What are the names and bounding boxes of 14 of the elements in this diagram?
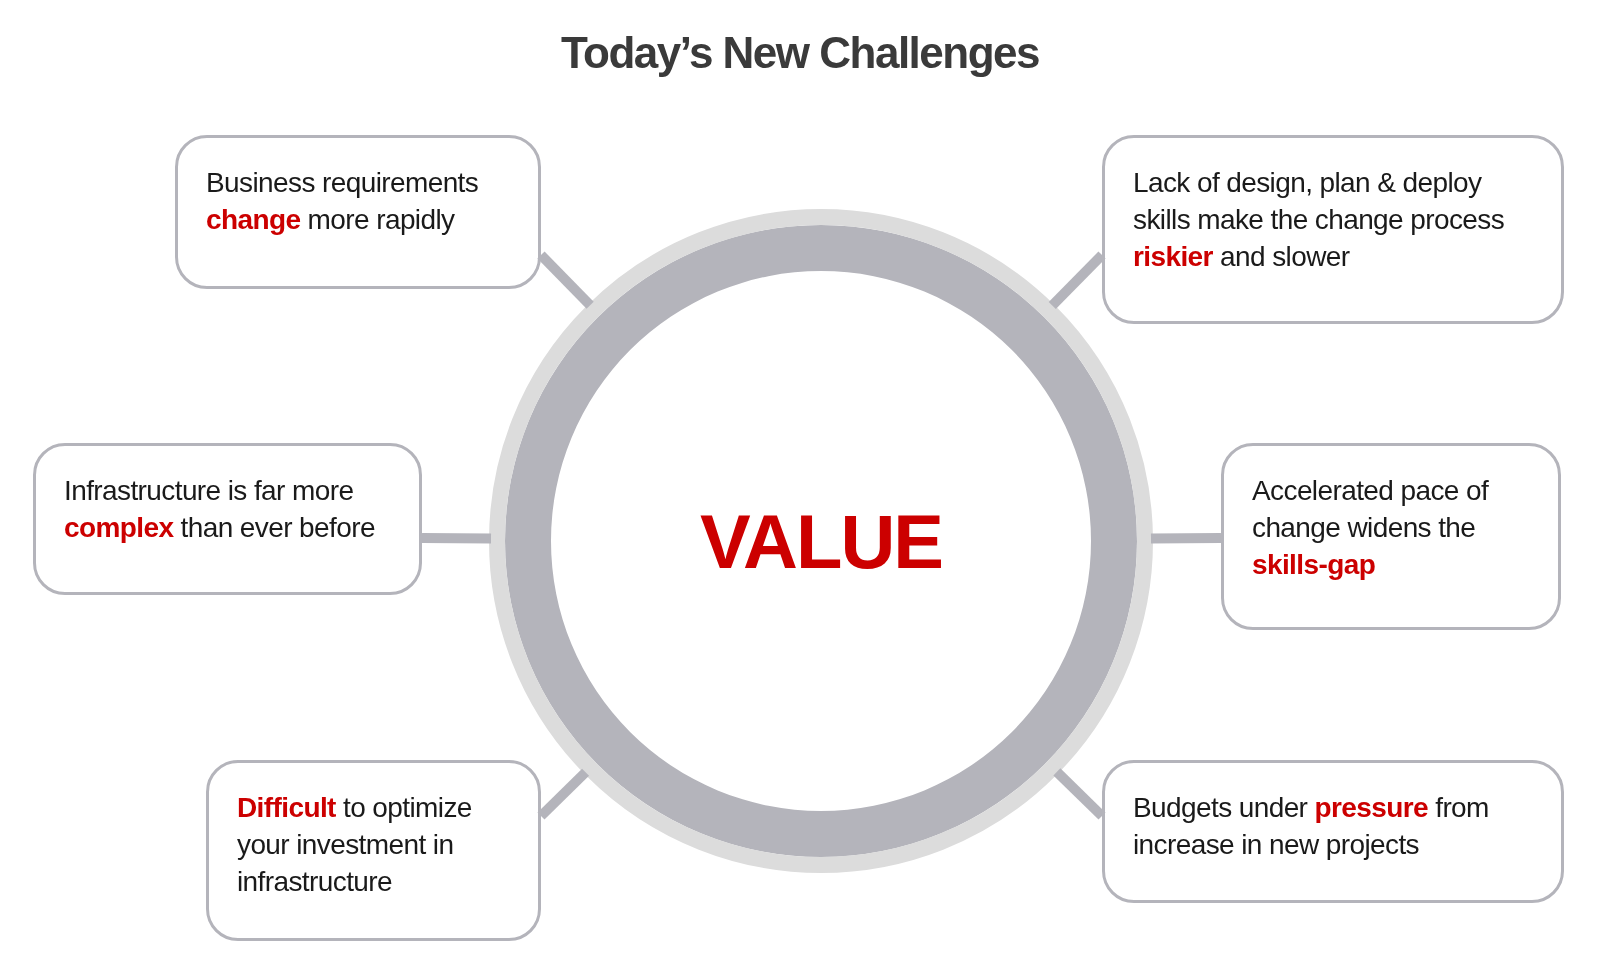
challenge-text: Infrastructure is far more complex than ever before xyxy=(64,474,376,545)
callout-box xyxy=(1221,443,1561,630)
callout-box xyxy=(206,760,541,941)
callout-box xyxy=(1102,135,1564,324)
challenge-text: Difficult to optimize your investment in infrastructure xyxy=(237,791,473,899)
challenge-text: Business requirements change more rapidly xyxy=(206,166,480,237)
title: Today’s New Challenges xyxy=(560,28,1040,78)
challenge-text: Lack of design, plan & deploy skills make the change process riskier and slower xyxy=(1133,166,1506,274)
callout-box xyxy=(175,135,541,289)
challenge-text: Accelerated pace of change widens the skills-gap xyxy=(1252,474,1490,582)
challenge-text: Budgets under pressure from increase in new projects xyxy=(1133,791,1490,862)
callout-box xyxy=(1102,760,1564,903)
center-label: VALUE xyxy=(700,497,942,585)
callout-box xyxy=(33,443,422,595)
